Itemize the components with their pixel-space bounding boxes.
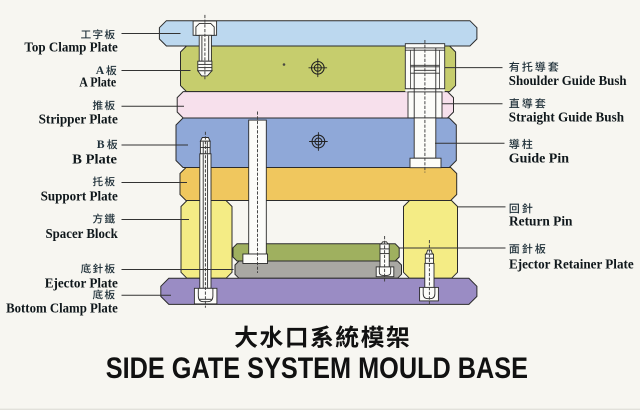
svg-text:Spacer Block: Spacer Block: [46, 226, 119, 241]
svg-text:SIDE GATE SYSTEM MOULD BASE: SIDE GATE SYSTEM MOULD BASE: [106, 352, 528, 385]
svg-text:Return Pin: Return Pin: [509, 214, 573, 229]
svg-text:Ejector Plate: Ejector Plate: [45, 276, 118, 291]
svg-text:Support Plate: Support Plate: [41, 189, 118, 204]
svg-text:Bottom Clamp Plate: Bottom Clamp Plate: [6, 301, 118, 316]
svg-text:Top Clamp Plate: Top Clamp Plate: [24, 40, 118, 55]
svg-text:Ejector Retainer Plate: Ejector Retainer Plate: [509, 257, 634, 272]
svg-text:Guide Pin: Guide Pin: [509, 150, 570, 165]
svg-text:A Plate: A Plate: [79, 75, 116, 90]
svg-text:Shoulder Guide Bush: Shoulder Guide Bush: [509, 73, 627, 88]
svg-text:Stripper Plate: Stripper Plate: [39, 112, 118, 127]
svg-text:Straight Guide Bush: Straight Guide Bush: [509, 110, 625, 125]
svg-text:B Plate: B Plate: [72, 152, 117, 167]
svg-text:B: B: [97, 138, 105, 151]
svg-text:A: A: [96, 64, 105, 77]
